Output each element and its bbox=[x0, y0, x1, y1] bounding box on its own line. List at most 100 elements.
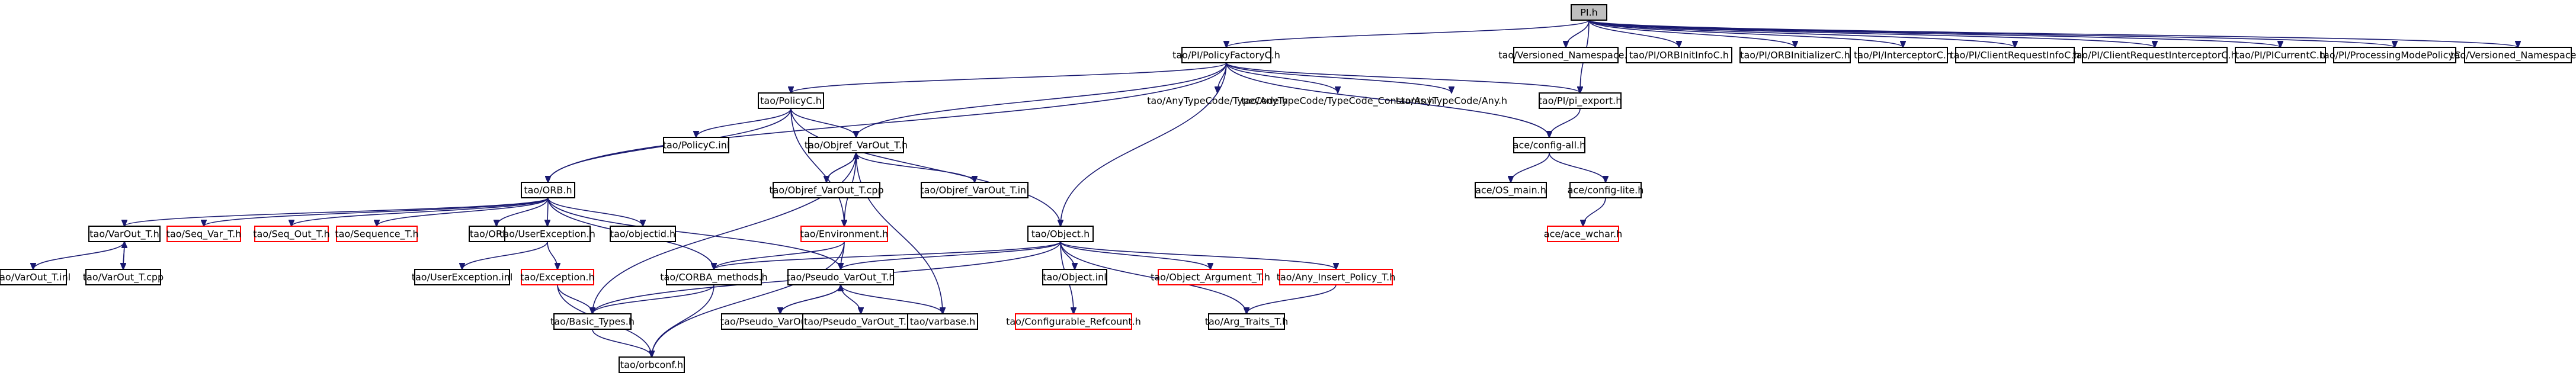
node-tc-constants[interactable]: tao/AnyTypeCode/TypeCode_Constants.h bbox=[1241, 95, 1434, 107]
node-box bbox=[1475, 182, 1547, 198]
node-ace-wchar[interactable]: ace/ace_wchar.h bbox=[1544, 226, 1622, 242]
node-exception-h[interactable]: tao/Exception.h bbox=[520, 269, 595, 285]
node-any-insert[interactable]: tao/Any_Insert_Policy_T.h bbox=[1277, 269, 1396, 285]
node-varout-inl[interactable]: tao/VarOut_T.inl bbox=[0, 269, 71, 285]
edge-pi_h-to-orbinitinfo bbox=[1588, 20, 1679, 47]
node-anyh[interactable]: tao/AnyTypeCode/Any.h bbox=[1396, 95, 1507, 107]
edge-orb_h-to-seq_out bbox=[291, 197, 549, 226]
edge-config_lite-to-ace_wchar bbox=[1583, 197, 1606, 226]
node-box bbox=[521, 182, 575, 198]
node-objref-vt[interactable]: tao/Objref_VarOut_T.h bbox=[805, 137, 908, 153]
node-object-arg[interactable]: tao/Object_Argument_T.h bbox=[1151, 269, 1270, 285]
node-box bbox=[2082, 47, 2228, 63]
node-corba-methods[interactable]: tao/CORBA_methods.h bbox=[660, 269, 768, 285]
node-label: tao/AnyTypeCode/TypeCode.h bbox=[1147, 95, 1288, 107]
node-box bbox=[88, 226, 161, 242]
edge-policyc-to-object_h bbox=[790, 108, 1060, 226]
edge-policyfactory-to-object_h bbox=[1060, 62, 1227, 226]
edge-pi_h-to-clientreqinterceptor bbox=[1588, 20, 2155, 47]
node-label: tao/PI/ClientRequestInfoC.h bbox=[1950, 50, 2080, 61]
node-object-inl[interactable]: tao/Object.inl bbox=[1042, 269, 1107, 285]
node-pseudo-vt[interactable]: tao/Pseudo_VarOut_T.h bbox=[786, 269, 895, 285]
edge-policyfactory-to-tc_constants bbox=[1226, 62, 1338, 93]
node-label: tao/Seq_Var_T.h bbox=[166, 229, 242, 240]
edge-userexc-to-exception_h bbox=[547, 241, 558, 269]
node-label: tao/Pseudo_VarOut_T.h bbox=[786, 272, 895, 284]
node-varout-cpp[interactable]: tao/VarOut_T.cpp bbox=[83, 269, 164, 285]
edge-pseudo_vt-to-varbase bbox=[840, 284, 943, 314]
node-seq-out[interactable]: tao/Seq_Out_T.h bbox=[253, 226, 330, 242]
node-box bbox=[2333, 47, 2456, 63]
node-clientreqinfo[interactable]: tao/PI/ClientRequestInfoC.h bbox=[1950, 47, 2080, 63]
node-box bbox=[85, 269, 161, 285]
node-anytypecode[interactable]: tao/AnyTypeCode/TypeCode.h bbox=[1147, 95, 1288, 107]
node-pseudo-inl[interactable]: tao/Pseudo_VarOut_T.inl bbox=[802, 313, 919, 330]
node-objref-cpp[interactable]: tao/Objref_VarOut_T.cpp bbox=[769, 182, 884, 198]
edge-orb_h-to-pseudo_vt bbox=[547, 197, 841, 269]
node-basic-types[interactable]: tao/Basic_Types.h bbox=[550, 313, 635, 330]
node-os-main[interactable]: ace/OS_main.h bbox=[1475, 182, 1547, 198]
node-object-h[interactable]: tao/Object.h bbox=[1027, 226, 1094, 242]
node-label: tao/Object.inl bbox=[1043, 272, 1106, 283]
node-label: tao/Basic_Types.h bbox=[550, 316, 635, 328]
node-orbconf[interactable]: tao/orbconf.h bbox=[619, 356, 685, 373]
node-label: tao/UserException.h bbox=[499, 229, 595, 240]
node-varbase[interactable]: tao/varbase.h bbox=[907, 313, 978, 330]
node-seq-var[interactable]: tao/Seq_Var_T.h bbox=[166, 226, 242, 242]
node-configurable-refcount[interactable]: tao/Configurable_Refcount.h bbox=[1006, 313, 1141, 330]
node-varout-t[interactable]: tao/VarOut_T.h bbox=[88, 226, 161, 242]
node-policyfactory[interactable]: tao/PI/PolicyFactoryC.h bbox=[1172, 47, 1280, 63]
node-box bbox=[2464, 47, 2572, 63]
node-label: tao/AnyTypeCode/TypeCode_Constants.h bbox=[1241, 95, 1434, 107]
node-pi-export[interactable]: tao/PI/pi_export.h bbox=[1539, 92, 1622, 109]
node-box bbox=[808, 137, 904, 153]
node-policyc-inl[interactable]: tao/PolicyC.inl bbox=[663, 137, 730, 153]
node-box bbox=[553, 313, 632, 330]
node-userexc[interactable]: tao/UserException.h bbox=[499, 226, 595, 242]
node-config-lite[interactable]: ace/config-lite.h bbox=[1568, 182, 1644, 198]
node-sequence-t[interactable]: tao/Sequence_T.h bbox=[335, 226, 419, 242]
node-box bbox=[1027, 226, 1094, 242]
node-procmodepolicy[interactable]: tao/PI/ProcessingModePolicyC.h bbox=[2320, 47, 2469, 63]
node-label: tao/Objref_VarOut_T.cpp bbox=[769, 185, 883, 197]
node-label: tao/Object_Argument_T.h bbox=[1151, 272, 1270, 284]
node-label: tao/UserException.inl bbox=[412, 272, 513, 283]
node-vns1[interactable]: tao/Versioned_Namespace.h bbox=[1498, 47, 1633, 63]
node-label: tao/Versioned_Namespace.h bbox=[2450, 50, 2576, 62]
node-box bbox=[773, 182, 880, 198]
edge-policyc-to-environment bbox=[790, 108, 844, 226]
node-interceptor[interactable]: tao/PI/InterceptorC.h bbox=[1854, 47, 1952, 63]
node-objref-inl[interactable]: tao/Objref_VarOut_T.inl bbox=[920, 182, 1029, 198]
node-box bbox=[1181, 47, 1271, 63]
edge-policyc-to-policyc_inl bbox=[696, 108, 792, 137]
node-policyc[interactable]: tao/PolicyC.h bbox=[758, 92, 824, 109]
node-orbinitializer[interactable]: tao/PI/ORBInitializerC.h bbox=[1739, 47, 1851, 63]
edge-pi_h-to-clientreqinfo bbox=[1588, 20, 2015, 47]
node-vns2[interactable]: tao/Versioned_Namespace.h bbox=[2450, 47, 2576, 63]
node-box bbox=[1547, 226, 1619, 242]
node-config-all[interactable]: ace/config-all.h bbox=[1513, 137, 1586, 153]
node-userexc-inl[interactable]: tao/UserException.inl bbox=[412, 269, 513, 285]
edge-basic_types-to-orbconf bbox=[592, 329, 652, 357]
node-objectid[interactable]: tao/objectid.h bbox=[610, 226, 676, 242]
node-label: tao/Objref_VarOut_T.inl bbox=[920, 185, 1029, 197]
edge-varout_t-to-varout_inl bbox=[33, 241, 125, 269]
node-picurrent[interactable]: tao/PI/PICurrentC.h bbox=[2235, 47, 2326, 63]
node-orbinitinfo[interactable]: tao/PI/ORBInitInfoC.h bbox=[1626, 47, 1732, 63]
node-box bbox=[336, 226, 418, 242]
node-orb-h[interactable]: tao/ORB.h bbox=[521, 182, 575, 198]
node-label: PI.h bbox=[1580, 7, 1598, 18]
node-pi-h[interactable]: PI.h bbox=[1571, 4, 1607, 21]
edge-config_all-to-config_lite bbox=[1549, 152, 1606, 182]
node-box bbox=[166, 226, 241, 242]
node-label: ace/ace_wchar.h bbox=[1544, 229, 1622, 240]
node-label: tao/VarOut_T.inl bbox=[0, 272, 71, 284]
node-clientreqinterceptor[interactable]: tao/PI/ClientRequestInterceptorC.h bbox=[2072, 47, 2237, 63]
node-box bbox=[0, 269, 67, 285]
node-box bbox=[802, 313, 919, 330]
node-box bbox=[1858, 47, 1948, 63]
node-environment[interactable]: tao/Environment.h bbox=[800, 226, 889, 242]
node-label: ace/config-all.h bbox=[1513, 140, 1586, 151]
node-arg-traits[interactable]: tao/Arg_Traits_T.h bbox=[1205, 313, 1289, 330]
